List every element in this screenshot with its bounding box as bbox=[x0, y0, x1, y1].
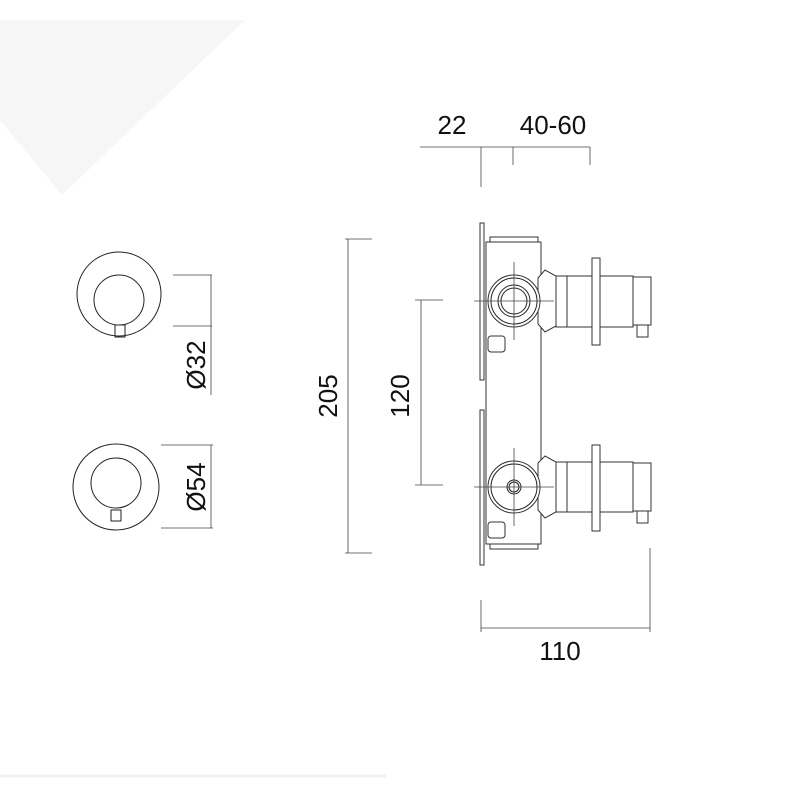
background-triangle bbox=[0, 20, 245, 195]
dim-22: 22 bbox=[438, 110, 467, 140]
dim-diameter-54: Ø54 bbox=[181, 462, 211, 511]
small-rosette-view: Ø32 bbox=[76, 251, 212, 395]
dimension-120: 120 bbox=[385, 299, 443, 486]
valve-body bbox=[474, 222, 652, 566]
dimension-top: 22 40-60 bbox=[420, 110, 591, 187]
large-rosette-view: Ø54 bbox=[72, 443, 213, 531]
svg-text:120: 120 bbox=[385, 374, 415, 417]
dim-40-60: 40-60 bbox=[520, 110, 587, 140]
svg-text:110: 110 bbox=[539, 636, 580, 666]
dimension-110: 110 bbox=[480, 548, 651, 666]
svg-text:205: 205 bbox=[313, 374, 343, 417]
dimension-205: 205 bbox=[313, 238, 372, 554]
dim-diameter-32: Ø32 bbox=[181, 340, 211, 389]
